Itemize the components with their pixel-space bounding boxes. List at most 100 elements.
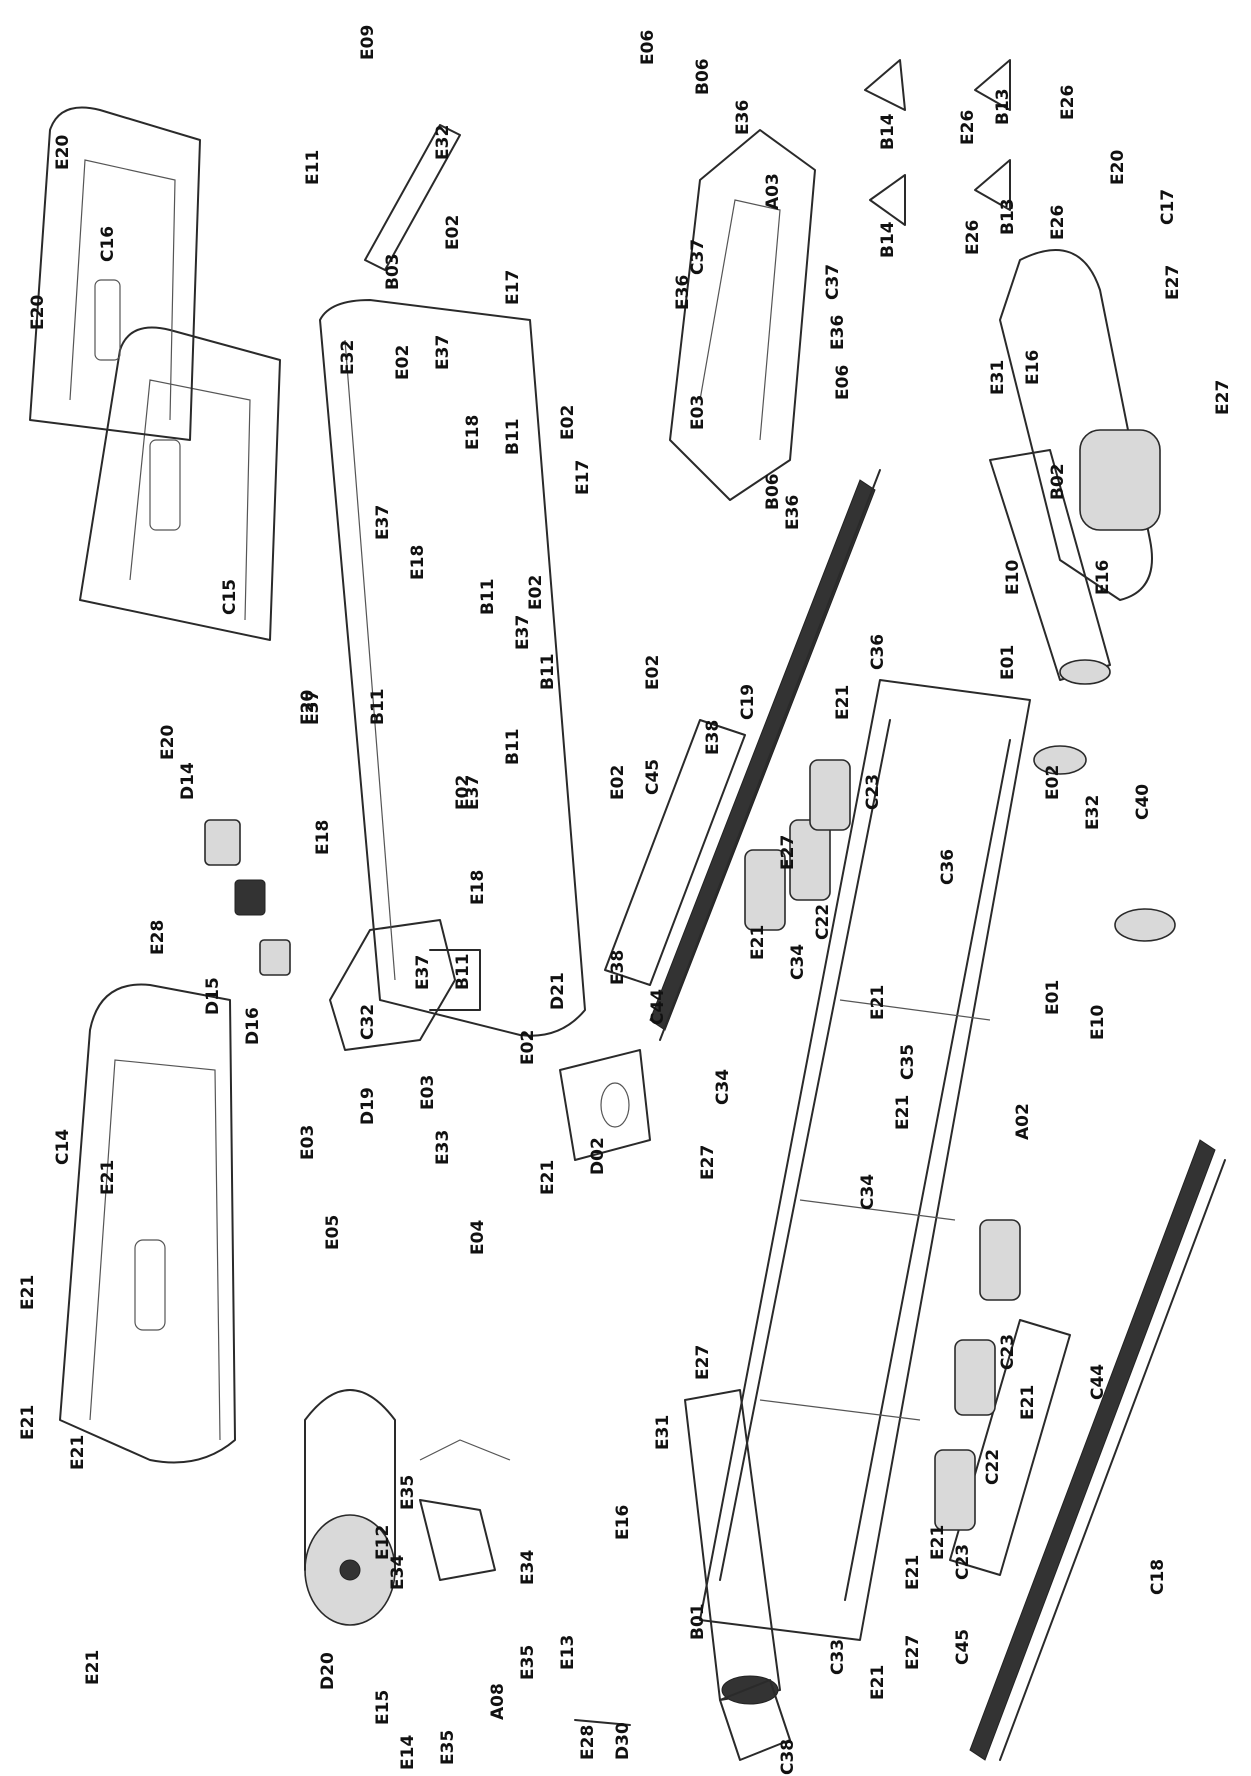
label: C16: [98, 225, 118, 262]
label: E31: [653, 1414, 673, 1450]
cover-c14: [59, 983, 236, 1464]
label: B11: [453, 953, 473, 990]
label: C33: [828, 1638, 848, 1675]
label: E21: [903, 1554, 923, 1590]
label: E02: [1043, 764, 1063, 800]
label: E21: [868, 984, 888, 1020]
label: D02: [588, 1137, 608, 1175]
label: E21: [833, 684, 853, 720]
roller-b02: [989, 449, 1111, 685]
handle-c17: [999, 249, 1161, 601]
cover-c15: [79, 326, 281, 641]
label: E21: [868, 1664, 888, 1700]
bar-b03: [364, 124, 461, 271]
label: C40: [1133, 783, 1153, 820]
label: B06: [693, 58, 713, 95]
label: D14: [178, 762, 198, 800]
label: E02: [558, 404, 578, 440]
label: E06: [833, 364, 853, 400]
label: E37: [413, 954, 433, 990]
label: E36: [673, 274, 693, 310]
rail-c18: [969, 1139, 1226, 1761]
label: C34: [858, 1173, 878, 1210]
label: E26: [1058, 84, 1078, 120]
arm-a03: [669, 129, 816, 501]
wheels-c40: [1033, 745, 1176, 942]
motor-d20: [304, 1389, 396, 1626]
label: E18: [313, 819, 333, 855]
label: B14: [878, 221, 898, 258]
label: D15: [203, 977, 223, 1015]
label: E27: [903, 1634, 923, 1670]
label: C35: [898, 1043, 918, 1080]
label: E32: [433, 124, 453, 160]
label: E21: [83, 1649, 103, 1685]
brackets-b13-b14: [864, 59, 1011, 226]
label: E21: [98, 1159, 118, 1195]
label: E18: [408, 544, 428, 580]
label: E05: [323, 1214, 343, 1250]
label: C23: [998, 1333, 1018, 1370]
label: D19: [358, 1087, 378, 1125]
label: C23: [863, 773, 883, 810]
label: E04: [468, 1219, 488, 1255]
label: E02: [526, 574, 546, 610]
label: E36: [733, 99, 753, 135]
label: E20: [1108, 149, 1128, 185]
label: E17: [573, 459, 593, 495]
label: E36: [783, 494, 803, 530]
label: E21: [18, 1404, 38, 1440]
label: E38: [608, 949, 628, 985]
feet-c22-c23: [744, 759, 1021, 1531]
label: C19: [738, 683, 758, 720]
label: E37: [513, 614, 533, 650]
label: E10: [1003, 559, 1023, 595]
label: E37: [463, 774, 483, 810]
label: C45: [953, 1628, 973, 1665]
label: E20: [53, 134, 73, 170]
label: B11: [538, 653, 558, 690]
label: C22: [813, 903, 833, 940]
label: E35: [438, 1729, 458, 1765]
label: E21: [928, 1524, 948, 1560]
label: E11: [303, 149, 323, 185]
label: B13: [993, 88, 1013, 125]
label: E02: [643, 654, 663, 690]
label: E27: [693, 1344, 713, 1380]
strip-c44-bottom: [949, 1319, 1071, 1576]
label: C15: [220, 578, 240, 615]
label: A08: [488, 1683, 508, 1720]
label: B03: [383, 253, 403, 290]
label: D20: [318, 1652, 338, 1690]
label: E35: [518, 1644, 538, 1680]
label: E38: [703, 719, 723, 755]
label: E01: [998, 644, 1018, 680]
label: E37: [303, 689, 323, 725]
cover-c16: [29, 106, 201, 441]
actuator-d19: [329, 919, 481, 1051]
label: E26: [958, 109, 978, 145]
label: C36: [938, 848, 958, 885]
label: E26: [1048, 204, 1068, 240]
label: B14: [878, 113, 898, 150]
label: C37: [688, 238, 708, 275]
label: C36: [868, 633, 888, 670]
label: B01: [688, 1603, 708, 1640]
label: E27: [1213, 379, 1233, 415]
label: C44: [648, 988, 668, 1025]
label: E16: [1093, 559, 1113, 595]
label: C22: [983, 1448, 1003, 1485]
label: C44: [1088, 1363, 1108, 1400]
label: C17: [1158, 188, 1178, 225]
label: D16: [243, 1007, 263, 1045]
label: E03: [418, 1074, 438, 1110]
label: E26: [963, 219, 983, 255]
label: E17: [503, 269, 523, 305]
label: E14: [398, 1734, 418, 1770]
bracket-a08: [419, 1439, 511, 1581]
label: B11: [478, 578, 498, 615]
label: E37: [373, 504, 393, 540]
label: E28: [148, 919, 168, 955]
